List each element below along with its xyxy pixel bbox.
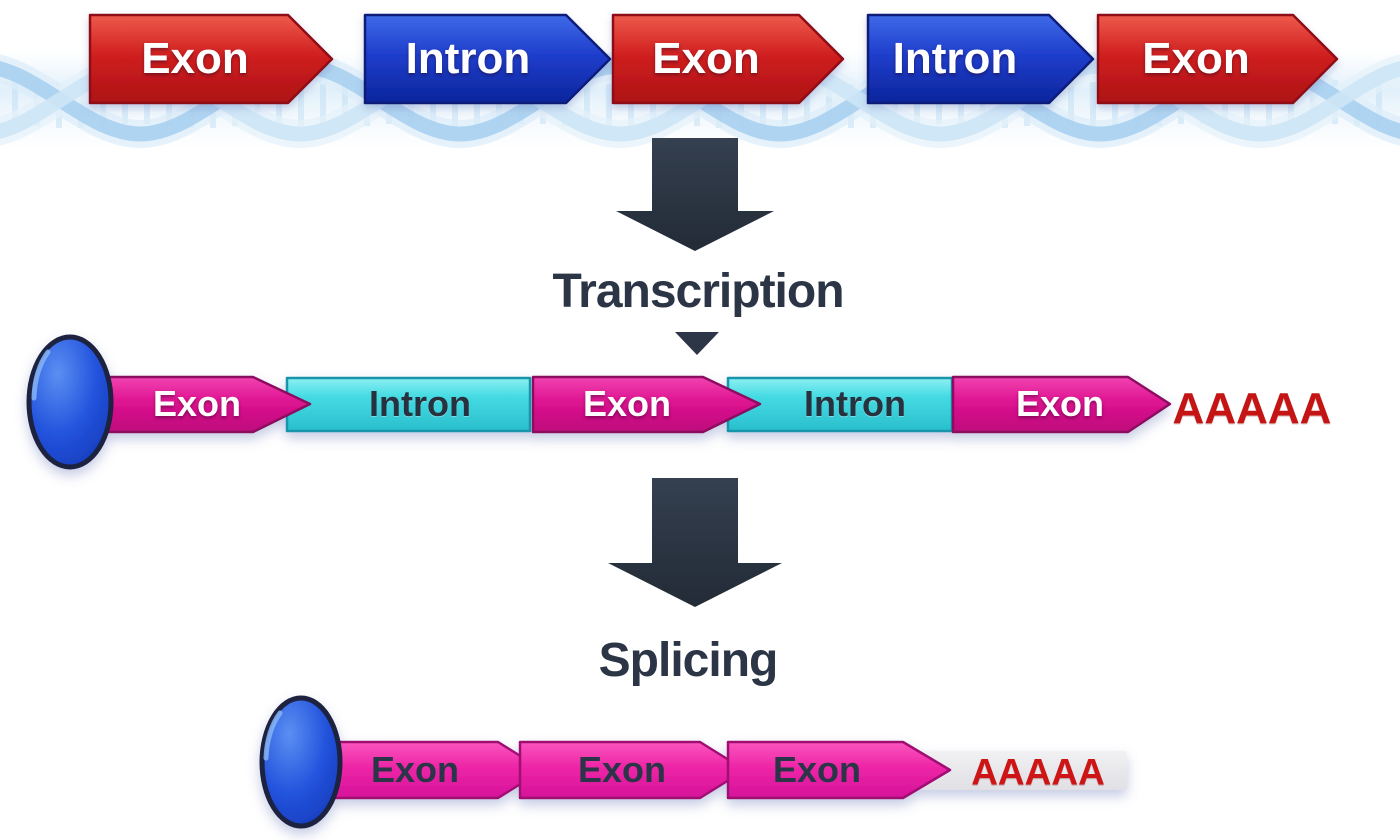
mature-exon-3-label: Exon (772, 749, 862, 790)
transcription-down-arrow-icon (616, 138, 774, 251)
pre-mrna-exon-3-label: Exon (1015, 383, 1105, 424)
pre-mrna-exon-2-label: Exon (582, 383, 672, 424)
poly-a-tail-bar (905, 751, 1127, 790)
pre-mrna-exon-2-arrow (531, 375, 762, 434)
mature-exon-3-arrow (726, 740, 952, 800)
dna-exon-1-arrow (88, 13, 334, 105)
splicing-down-arrow-icon (608, 478, 782, 607)
pre-mrna-intron-1-label: Intron (369, 383, 471, 424)
five-prime-cap-icon (259, 695, 343, 829)
dna-exon-2-label: Exon (652, 34, 760, 83)
mature-mrna-row (259, 695, 1127, 829)
pre-mrna-row (26, 334, 1172, 470)
pre-mrna-intron-2-label: Intron (804, 383, 906, 424)
pre-mrna-intron-1-box (285, 376, 532, 433)
dna-exon-3-label: Exon (1142, 34, 1250, 83)
five-prime-cap-highlight (263, 710, 283, 761)
mature-mrna-poly-a-label: AAAAA (971, 751, 1105, 793)
pre-mrna-exon-3-arrow (951, 375, 1172, 434)
pre-mrna-poly-a-label: AAAAA (1172, 384, 1332, 433)
dna-row (88, 13, 1339, 105)
transcription-step-label: Transcription (552, 265, 844, 318)
dna-intron-1-label: Intron (405, 34, 531, 83)
transcription-pointer-triangle-icon (675, 332, 719, 355)
splicing-step-label: Splicing (598, 634, 779, 687)
dna-intron-1-arrow (363, 13, 612, 105)
five-prime-cap-icon (26, 334, 114, 470)
dna-intron-2-arrow (866, 13, 1095, 105)
dna-exon-3-arrow (1096, 13, 1339, 105)
five-prime-cap-highlight (31, 349, 51, 401)
dna-exon-2-arrow (611, 13, 845, 105)
dna-intron-2-label: Intron (892, 34, 1018, 83)
mature-exon-2-label: Exon (577, 749, 667, 790)
pre-mrna-exon-1-label: Exon (152, 383, 242, 424)
dna-exon-1-label: Exon (141, 34, 249, 83)
mature-exon-1-label: Exon (370, 749, 460, 790)
mature-exon-2-arrow (518, 740, 747, 800)
